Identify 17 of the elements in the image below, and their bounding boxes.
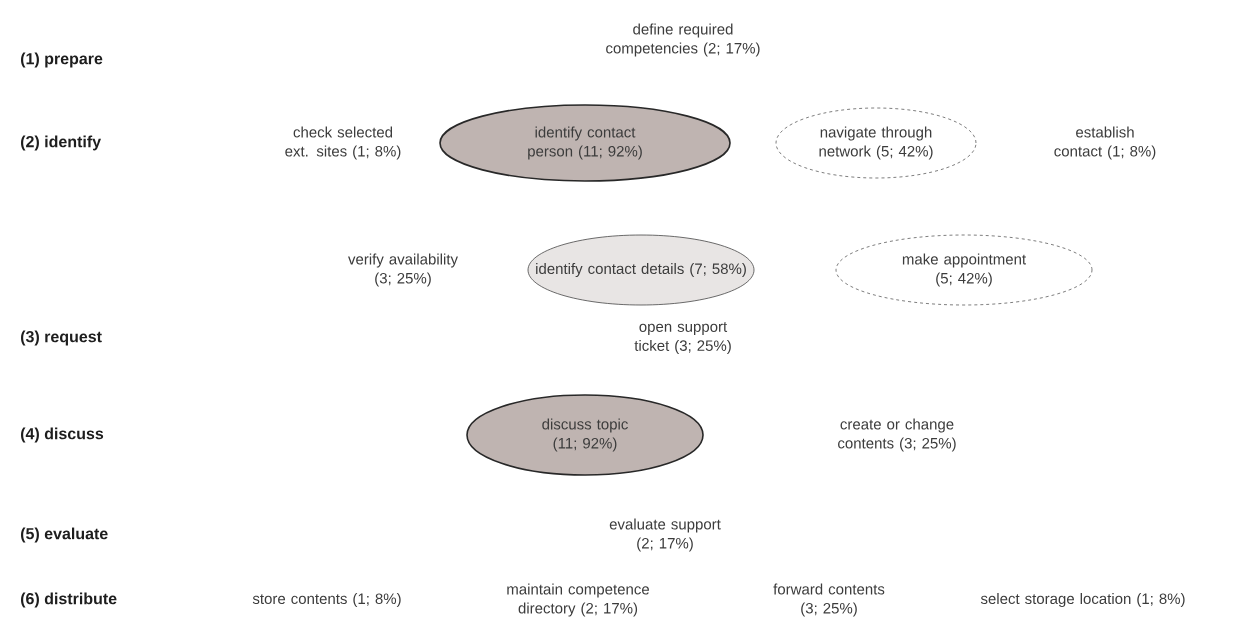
phase-label: (1) prepare: [21, 52, 103, 68]
activity-label: forward contents (3; 25%): [773, 583, 885, 617]
phase-label: (4) discuss: [21, 427, 104, 443]
phase-label: (3) request: [21, 330, 102, 346]
phase-label: (5) evaluate: [21, 527, 108, 543]
phase-label: (6) distribute: [21, 592, 117, 608]
activity-label: select storage location (1; 8%): [980, 593, 1185, 607]
activity-label: check selected ext. sites (1; 8%): [285, 126, 401, 160]
activity-label: define required competencies (2; 17%): [606, 23, 760, 57]
activity-label: create or change contents (3; 25%): [838, 418, 956, 452]
activity-label: open support ticket (3; 25%): [634, 322, 731, 354]
activity-label: store contents (1; 8%): [252, 593, 401, 607]
phase-label: (2) identify: [21, 135, 101, 151]
activity-label: establish contact (1; 8%): [1054, 126, 1156, 160]
activity-label: verify availability (3; 25%): [348, 253, 458, 287]
activity-label: evaluate support (2; 17%): [609, 518, 721, 552]
activity-label: maintain competence directory (2; 17%): [507, 583, 649, 617]
